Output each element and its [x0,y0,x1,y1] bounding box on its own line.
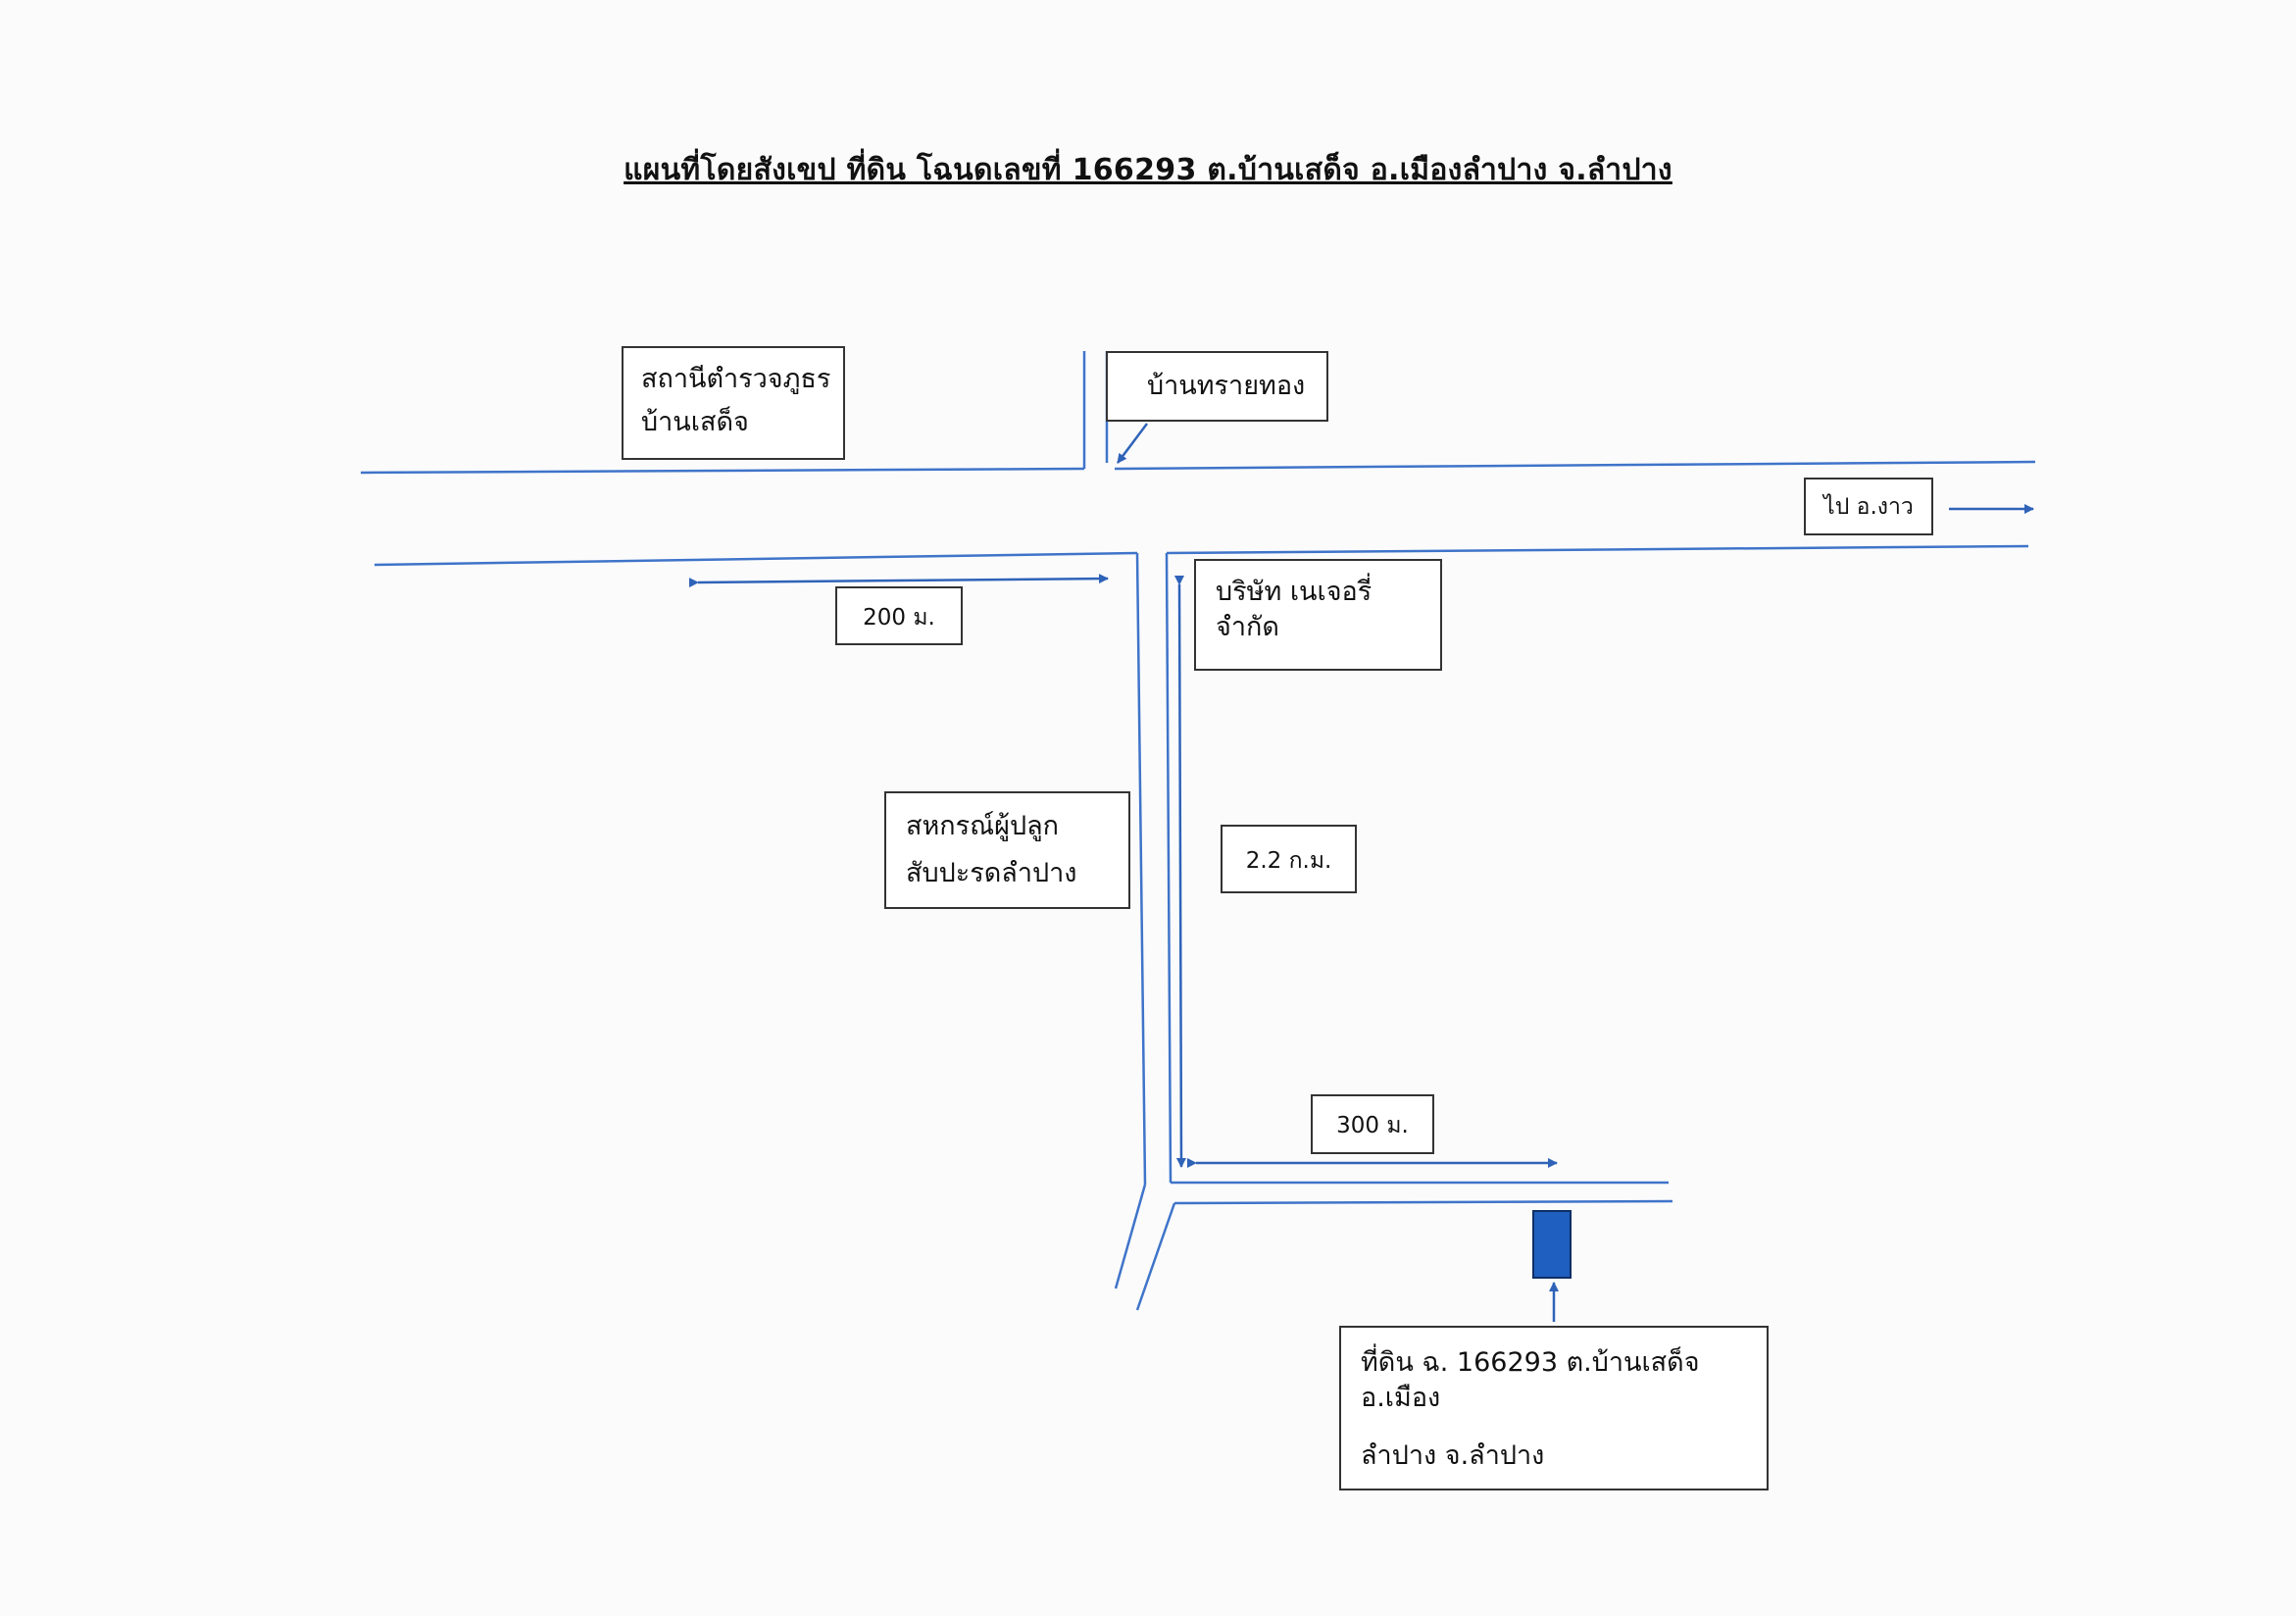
south-road-east-edge [1165,552,1173,1184]
plot-road-south-edge [1173,1199,1673,1205]
company-text: บริษัท เนเจอรี่ จำกัด [1216,577,1373,643]
southwest-road-east-edge [1135,1202,1176,1311]
police-station-label: สถานีตำรวจภูธร บ้านเสด็จ [622,346,845,460]
main-road-south-edge-east [1166,544,2029,555]
land-plot-label: ที่ดิน ฉ. 166293 ต.บ้านเสด็จ อ.เมือง ลำป… [1339,1326,1769,1490]
distance-300m-text: 300 ม. [1336,1113,1409,1138]
page-title: แผนที่โดยสังเขป ที่ดิน โฉนดเลขที่ 166293… [624,153,1672,187]
to-ngao-text: ไป อ.งาว [1823,494,1914,520]
ban-sai-thong-text: บ้านทรายทอง [1147,371,1306,401]
land-plot-line2: ลำปาง จ.ลำปาง [1361,1439,1545,1471]
distance-200m-text: 200 ม. [863,605,935,631]
distance-2-2km-label: 2.2 ก.ม. [1221,825,1357,893]
distance-2-2km-text: 2.2 ก.ม. [1245,848,1332,874]
cooperative-line2: สับปะรดลำปาง [906,858,1077,889]
distance-200m-arrow [688,574,1109,588]
cooperative-label: สหกรณ์ผู้ปลูก สับปะรดลำปาง [884,791,1130,909]
land-plot-marker [1532,1210,1572,1279]
police-station-line1: สถานีตำรวจภูธร [641,364,831,394]
south-road-west-edge [1135,552,1147,1186]
cooperative-line1: สหกรณ์ผู้ปลูก [906,811,1060,841]
main-road-north-edge-east [1114,460,2036,471]
to-ngao-label: ไป อ.งาว [1804,478,1933,535]
company-label: บริษัท เนเจอรี่ จำกัด [1194,559,1442,671]
main-road-south-edge-west [374,551,1138,567]
southwest-road-west-edge [1114,1184,1147,1289]
ban-sai-thong-label: บ้านทรายทอง [1106,351,1328,422]
land-plot-line1: ที่ดิน ฉ. 166293 ต.บ้านเสด็จ อ.เมือง [1361,1347,1700,1414]
police-station-line2: บ้านเสด็จ [641,407,749,438]
distance-300m-label: 300 ม. [1311,1094,1434,1154]
distance-2-2km-arrow [1173,575,1186,1168]
main-road-north-edge-west [360,467,1085,475]
ban-sai-thong-pointer [1117,423,1148,464]
distance-200m-label: 200 ม. [835,586,963,645]
